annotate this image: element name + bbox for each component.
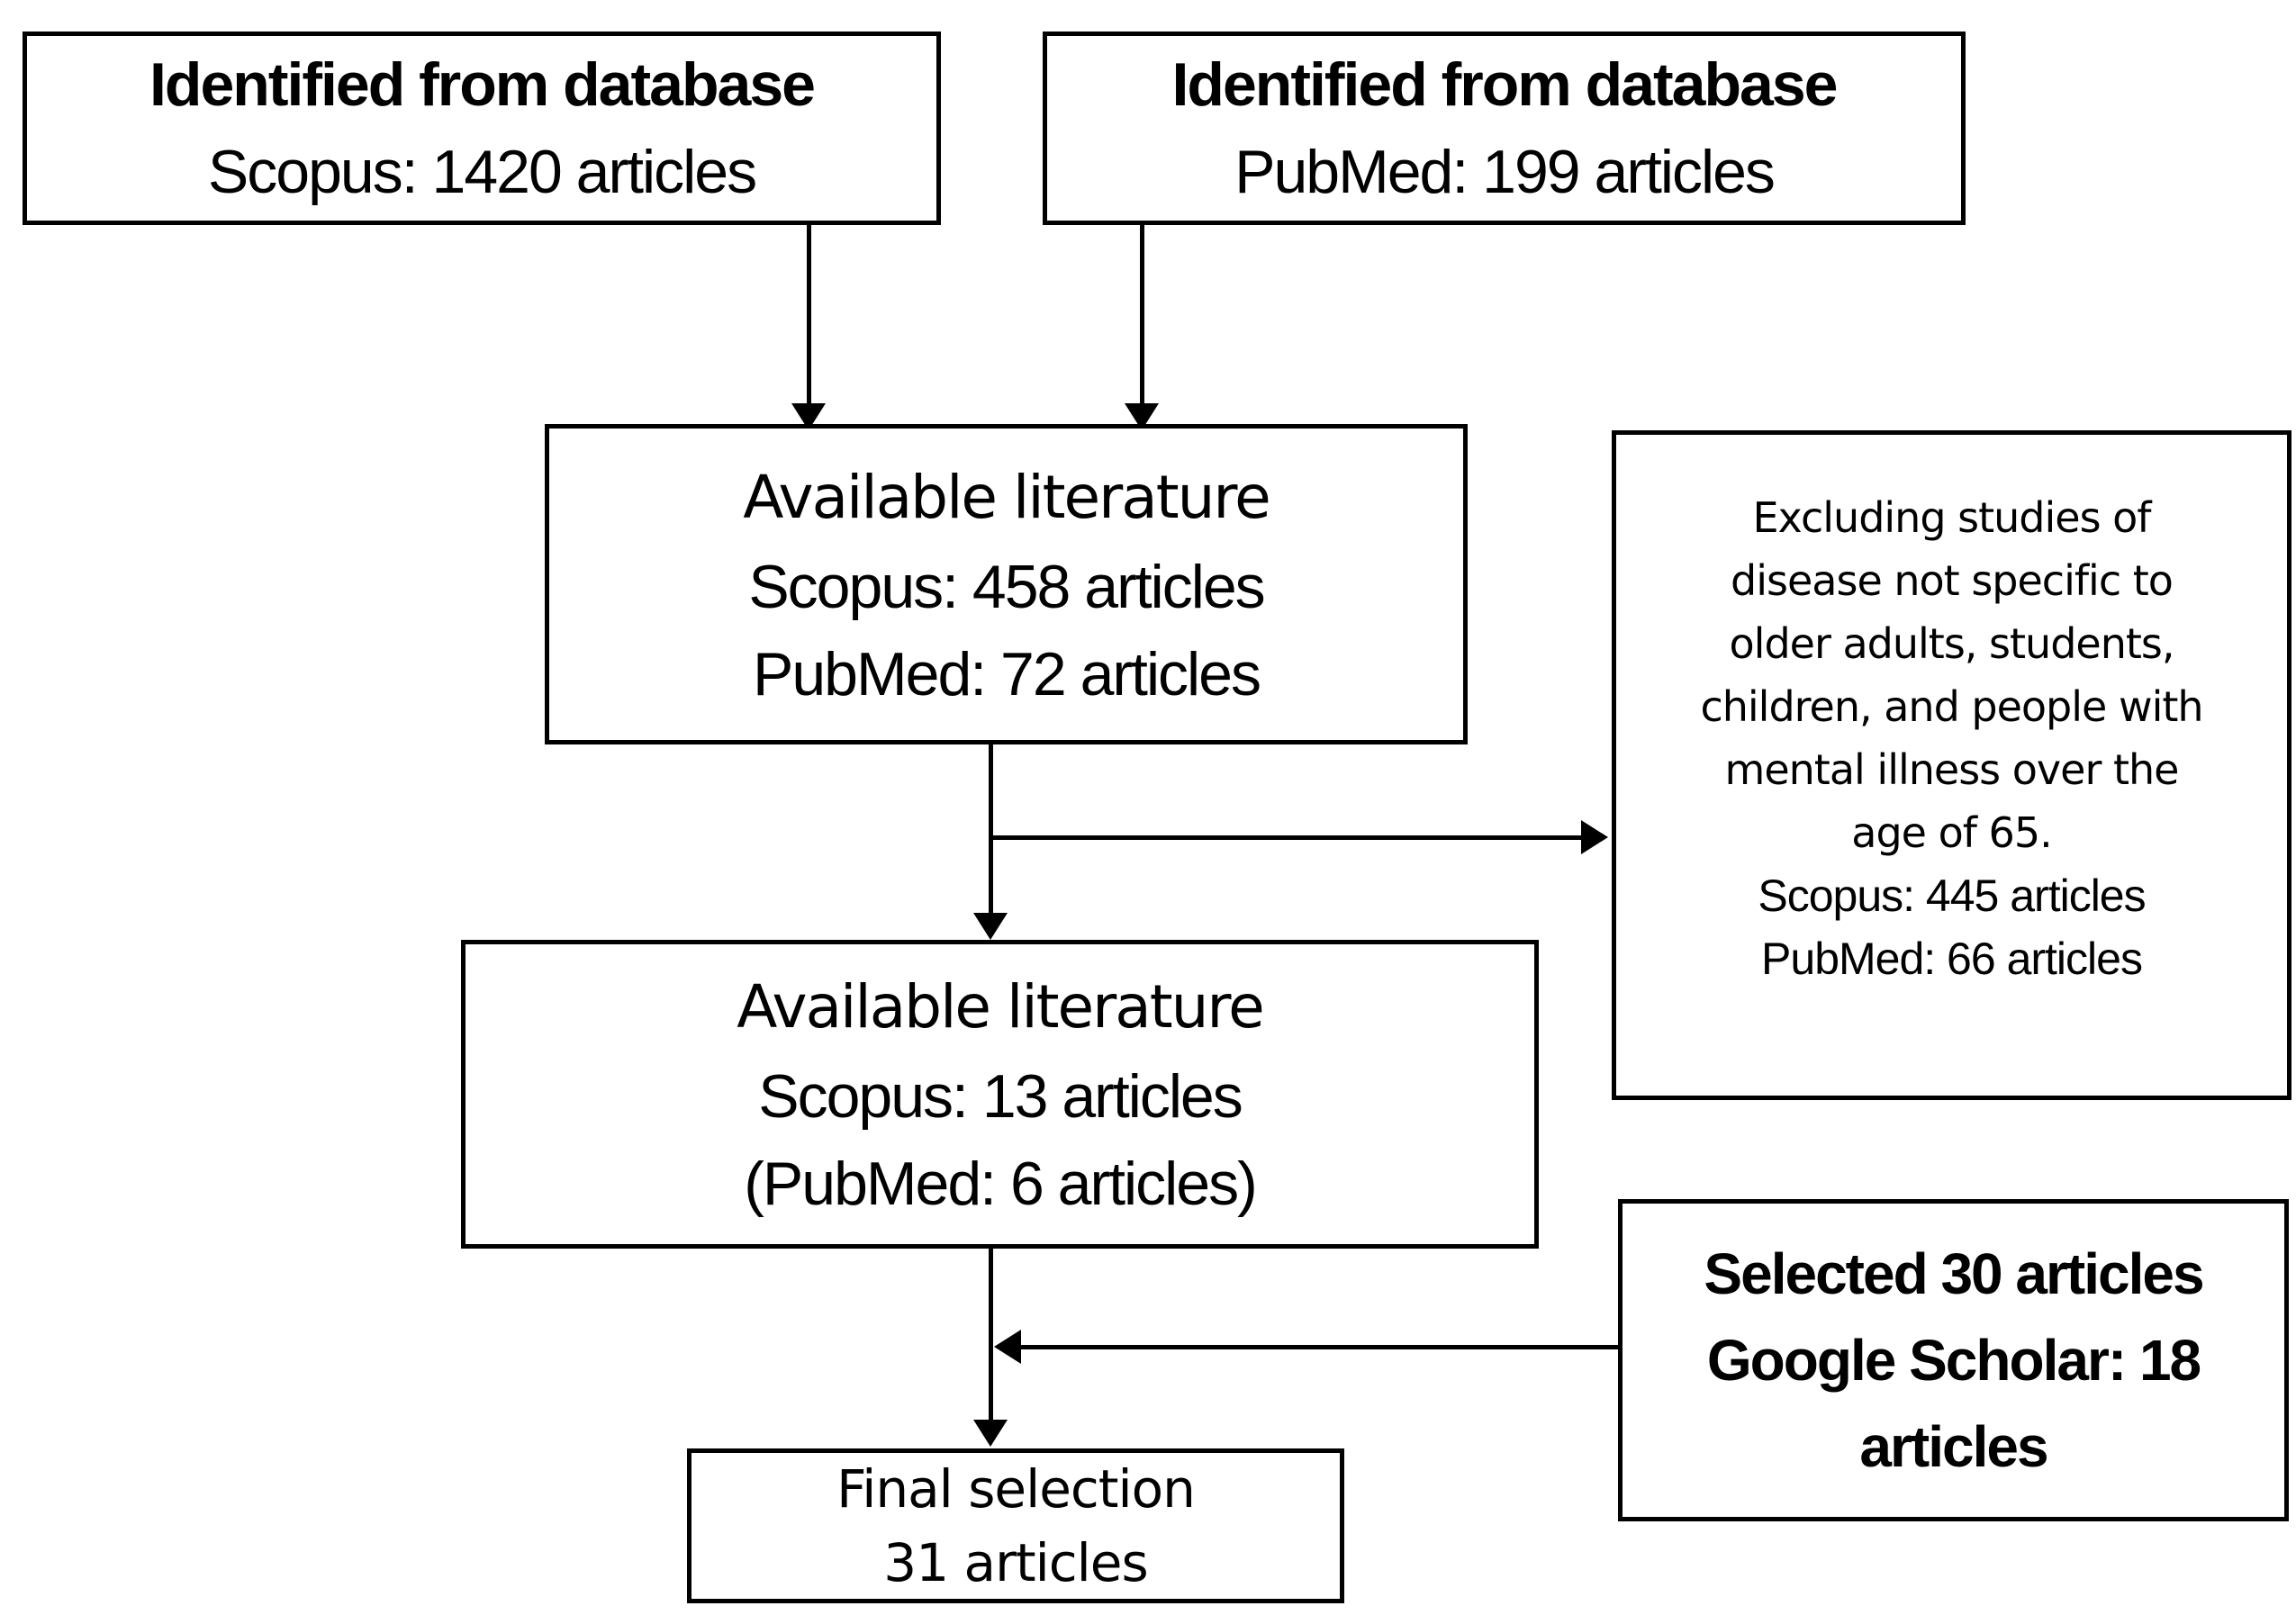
arrow-pubmed-to-available-line [1140, 225, 1144, 403]
box-excluded-text-line: mental illness over the [1724, 745, 2180, 794]
box-identified-scopus-count: Scopus: 1420 articles [207, 137, 757, 206]
box-identified-scopus-title: Identified from database [149, 50, 816, 119]
arrow-selected-branch-line [1021, 1345, 1618, 1349]
box-final-title: Final selection [836, 1458, 1196, 1520]
box-excluded-text-line: children, and people with [1700, 682, 2203, 731]
arrow-to-final-line [989, 1249, 993, 1420]
box-excluded-text-line: older adults, students, [1729, 619, 2175, 668]
arrow-exclusion-branch-head [1581, 820, 1608, 854]
box-identified-pubmed: Identified from database PubMed: 199 art… [1043, 32, 1966, 225]
arrow-scopus-to-available-line [807, 225, 811, 403]
arrow-exclusion-branch-line [990, 835, 1581, 840]
box-selected-line: articles [1859, 1414, 2048, 1479]
box-excluded: Excluding studies of disease not specifi… [1612, 430, 2291, 1100]
box-available-second: Available literature Scopus: 13 articles… [461, 940, 1539, 1249]
box-available-second-scopus-count: Scopus: 13 articles [758, 1062, 1243, 1131]
box-identified-pubmed-count: PubMed: 199 articles [1234, 137, 1776, 206]
arrow-available-down-line [989, 744, 993, 916]
box-excluded-scopus-count: Scopus: 445 articles [1758, 871, 2146, 921]
arrow-to-final-head [973, 1420, 1008, 1447]
box-selected: Selected 30 articles Google Scholar: 18 … [1618, 1199, 2289, 1521]
box-identified-pubmed-title: Identified from database [1171, 50, 1839, 119]
box-available-first: Available literature Scopus: 458 article… [545, 424, 1468, 744]
box-final-count: 31 articles [883, 1532, 1148, 1593]
box-available-first-title: Available literature [743, 462, 1270, 532]
box-available-second-pubmed-count: (PubMed: 6 articles) [744, 1150, 1257, 1218]
box-excluded-text-line: Excluding studies of [1752, 493, 2151, 542]
box-excluded-pubmed-count: PubMed: 66 articles [1761, 934, 2143, 984]
box-selected-line: Selected 30 articles [1704, 1241, 2204, 1306]
box-available-second-title: Available literature [737, 972, 1264, 1042]
box-available-first-scopus-count: Scopus: 458 articles [748, 552, 1265, 621]
box-excluded-text-line: age of 65. [1851, 808, 2052, 857]
arrow-available-down-head [973, 913, 1008, 940]
box-excluded-text-line: disease not specific to [1731, 556, 2174, 605]
box-available-first-pubmed-count: PubMed: 72 articles [753, 639, 1261, 708]
box-final-selection: Final selection 31 articles [687, 1448, 1344, 1603]
box-selected-line: Google Scholar: 18 [1706, 1328, 2201, 1393]
box-identified-scopus: Identified from database Scopus: 1420 ar… [23, 32, 941, 225]
arrow-selected-branch-head [994, 1330, 1021, 1364]
